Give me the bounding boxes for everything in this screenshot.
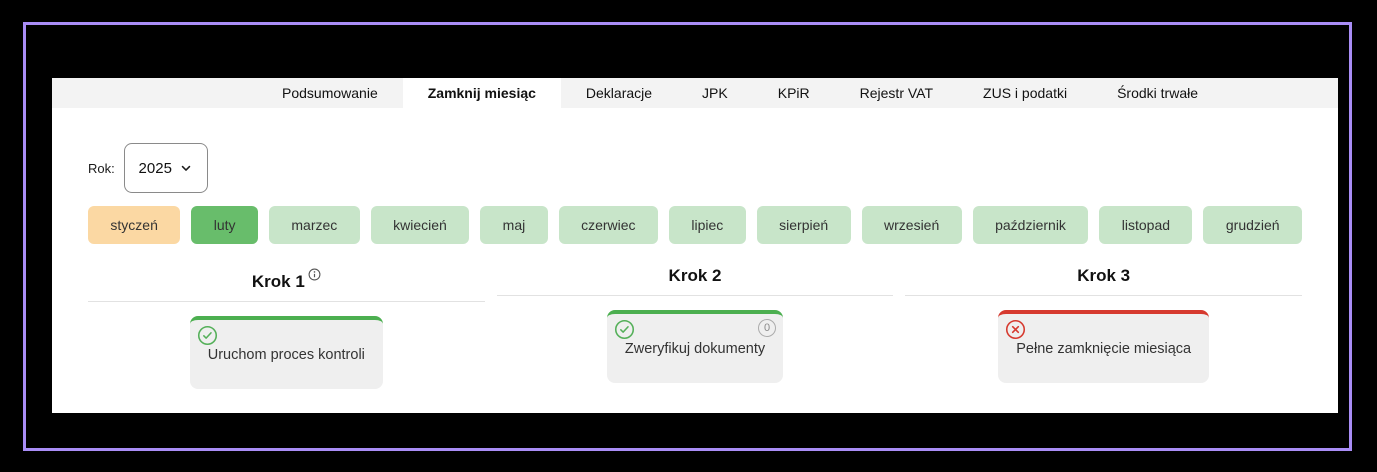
step-1: Krok 1 Uruchom proces kontroli [88,266,485,389]
month-button-kwiecien[interactable]: kwiecień [370,206,470,244]
step-2-card-label: Zweryfikuj dokumenty [624,341,766,357]
tab-podsumowanie[interactable]: Podsumowanie [282,85,378,101]
tab-deklaracje[interactable]: Deklaracje [585,85,653,101]
month-button-marzec[interactable]: marzec [268,206,360,244]
tab-jpk[interactable]: JPK [702,85,728,101]
tab-content: Rok: 2025 styczeń luty marzec kwiecień m… [52,143,1338,389]
month-button-grudzien[interactable]: grudzień [1203,206,1303,244]
month-button-sierpien[interactable]: sierpień [756,206,851,244]
x-circle-icon [1005,319,1026,340]
steps-row: Krok 1 Uruchom proces kontroli Krok [88,266,1303,389]
step-3: Krok 3 Pełne zamknięcie miesiąca [905,266,1303,389]
month-button-luty[interactable]: luty [191,206,258,244]
step-2: Krok 2 0 Zweryfikuj dokumenty [496,266,894,389]
app-panel: Podsumowanie Zamknij miesiąc Deklaracje … [52,78,1338,413]
chevron-down-icon [179,161,193,175]
step-1-card-top [190,320,383,346]
tab-bar: Podsumowanie Zamknij miesiąc Deklaracje … [52,78,1338,108]
tab-zus-i-podatki[interactable]: ZUS i podatki [983,85,1068,101]
month-button-styczen[interactable]: styczeń [88,206,181,244]
month-button-maj[interactable]: maj [480,206,548,244]
month-button-wrzesien[interactable]: wrzesień [861,206,962,244]
tab-srodki-trwale[interactable]: Środki trwałe [1117,85,1198,101]
tab-rejestr-vat[interactable]: Rejestr VAT [859,85,934,101]
year-row: Rok: 2025 [88,143,1302,193]
step-3-card-label: Pełne zamknięcie miesiąca [1016,341,1192,357]
tab-kpir[interactable]: KPiR [777,85,810,101]
step-2-card-wrap: 0 Zweryfikuj dokumenty [497,310,894,383]
month-button-czerwiec[interactable]: czerwiec [558,206,658,244]
year-select[interactable]: 2025 [123,143,208,193]
step-1-card-label: Uruchom proces kontroli [207,347,365,363]
step-1-title-text: Krok 1 [251,272,305,291]
check-circle-icon [197,325,218,346]
step-1-title: Krok 1 [88,266,485,302]
year-label: Rok: [88,160,115,176]
check-circle-icon [614,319,635,340]
step-3-card-top [998,314,1209,340]
step-3-card-wrap: Pełne zamknięcie miesiąca [905,310,1302,383]
year-select-value: 2025 [138,159,172,177]
month-button-pazdziernik[interactable]: październik [972,206,1089,244]
step-2-card[interactable]: 0 Zweryfikuj dokumenty [606,310,784,383]
step-1-card-wrap: Uruchom proces kontroli [88,316,485,389]
step-3-card[interactable]: Pełne zamknięcie miesiąca [998,310,1210,383]
step-3-title: Krok 3 [905,266,1303,296]
step-2-title: Krok 2 [496,266,894,296]
tab-zamknij-miesiac[interactable]: Zamknij miesiąc [402,78,561,108]
document-count-badge: 0 [758,319,777,337]
info-circle-icon[interactable] [308,266,321,285]
step-1-card[interactable]: Uruchom proces kontroli [189,316,383,389]
month-button-listopad[interactable]: listopad [1099,206,1193,244]
month-button-row: styczeń luty marzec kwiecień maj czerwie… [88,206,1303,244]
outer-frame [23,22,1352,451]
month-button-lipiec[interactable]: lipiec [668,206,746,244]
step-2-card-top: 0 [607,314,783,340]
